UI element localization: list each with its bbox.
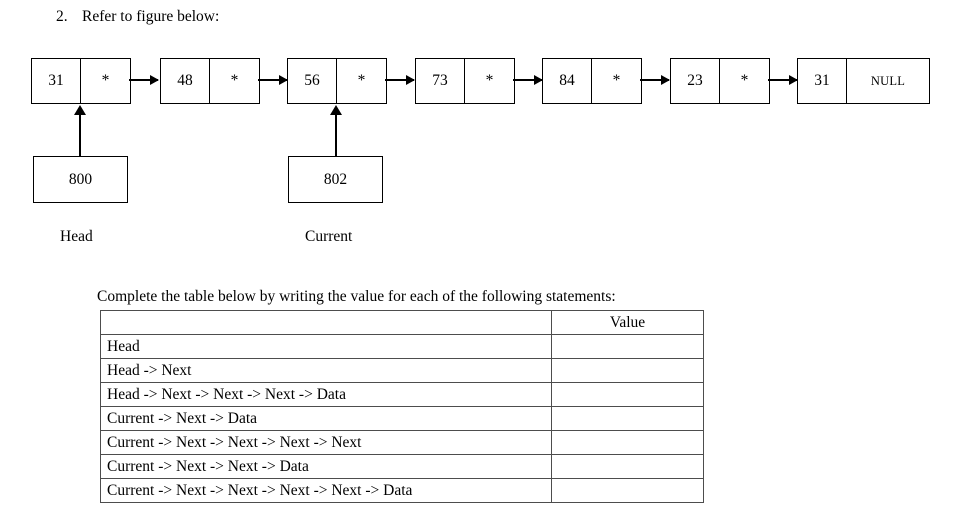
head-pointer-arrow xyxy=(74,105,86,156)
statement-cell: Current -> Next -> Next -> Next -> Next xyxy=(100,430,552,455)
node-pointer-cell: * xyxy=(230,72,239,89)
node-data-cell: 31 xyxy=(798,59,847,103)
statement-cell: Head -> Next -> Next -> Next -> Data xyxy=(100,382,552,407)
node-data-cell: 31 xyxy=(32,59,81,103)
statement-value-table: Value Head Head -> Next Head -> Next -> … xyxy=(100,310,704,503)
value-cell[interactable] xyxy=(551,406,704,431)
table-row: Current -> Next -> Next -> Next -> Next … xyxy=(100,478,704,503)
table-instruction-text: Complete the table below by writing the … xyxy=(97,288,616,305)
value-column-header: Value xyxy=(551,310,704,335)
node-data-cell: 48 xyxy=(161,59,210,103)
current-address-box: 802 xyxy=(288,156,383,203)
node-null-pointer-cell: NULL xyxy=(870,73,906,88)
value-cell[interactable] xyxy=(551,358,704,383)
statement-cell: Current -> Next -> Next -> Next -> Next … xyxy=(100,478,552,503)
table-row: Current -> Next -> Data xyxy=(100,406,704,431)
statement-column-header xyxy=(100,310,552,335)
head-address-value: 800 xyxy=(68,170,93,188)
value-cell[interactable] xyxy=(551,454,704,479)
question-text: Refer to figure below: xyxy=(82,8,220,25)
value-cell[interactable] xyxy=(551,430,704,455)
node-pointer-cell: * xyxy=(101,72,110,89)
current-pointer-arrow xyxy=(330,105,342,156)
node-pointer-cell: * xyxy=(740,72,749,89)
question-heading: 2. Refer to figure below: xyxy=(56,7,219,27)
node-link-arrow-3-4 xyxy=(385,75,415,85)
value-cell[interactable] xyxy=(551,478,704,503)
node-data-cell: 84 xyxy=(543,59,592,103)
statement-cell: Head xyxy=(100,334,552,359)
statement-cell: Current -> Next -> Next -> Data xyxy=(100,454,552,479)
question-number: 2. xyxy=(56,8,68,25)
node-link-arrow-6-7 xyxy=(768,75,798,85)
list-node-5: 84 * xyxy=(542,58,642,104)
table-row: Head xyxy=(100,334,704,359)
value-cell[interactable] xyxy=(551,382,704,407)
list-node-2: 48 * xyxy=(160,58,260,104)
list-node-7: 31 NULL xyxy=(797,58,930,104)
node-pointer-cell: * xyxy=(357,72,366,89)
list-node-1: 31 * xyxy=(31,58,131,104)
node-link-arrow-4-5 xyxy=(513,75,543,85)
node-link-arrow-1-2 xyxy=(129,75,159,85)
value-cell[interactable] xyxy=(551,334,704,359)
current-address-value: 802 xyxy=(323,170,348,188)
list-node-3: 56 * xyxy=(287,58,387,104)
list-node-6: 23 * xyxy=(670,58,770,104)
node-pointer-cell: * xyxy=(485,72,494,89)
statement-cell: Current -> Next -> Data xyxy=(100,406,552,431)
table-row: Head -> Next xyxy=(100,358,704,383)
table-row: Current -> Next -> Next -> Data xyxy=(100,454,704,479)
linked-list-diagram: 31 * 48 * 56 * 73 * 84 * 23 * 31 NULL 80… xyxy=(0,0,968,260)
node-link-arrow-5-6 xyxy=(640,75,670,85)
head-address-box: 800 xyxy=(33,156,128,203)
table-header-row: Value xyxy=(100,310,704,335)
head-label: Head xyxy=(60,228,93,245)
node-pointer-cell: * xyxy=(612,72,621,89)
node-data-cell: 73 xyxy=(416,59,465,103)
list-node-4: 73 * xyxy=(415,58,515,104)
node-data-cell: 56 xyxy=(288,59,337,103)
current-label: Current xyxy=(305,228,353,245)
table-row: Current -> Next -> Next -> Next -> Next xyxy=(100,430,704,455)
table-row: Head -> Next -> Next -> Next -> Data xyxy=(100,382,704,407)
node-link-arrow-2-3 xyxy=(258,75,288,85)
statement-cell: Head -> Next xyxy=(100,358,552,383)
node-data-cell: 23 xyxy=(671,59,720,103)
